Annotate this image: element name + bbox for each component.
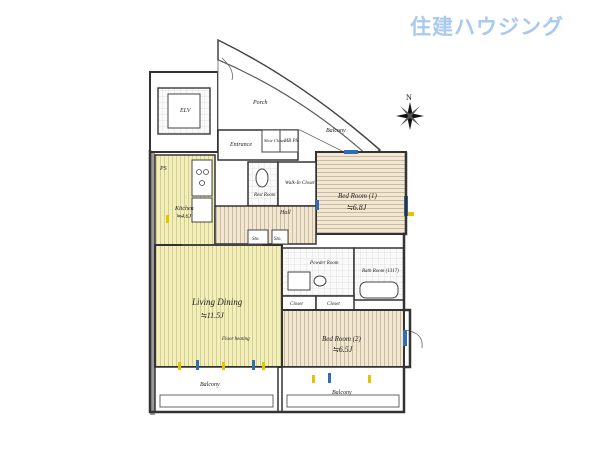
bed-room-1-area: ≒6.8J <box>346 203 367 212</box>
rest-room-label: Rest Room <box>253 193 276 198</box>
kitchen-label: Kitchen <box>174 206 194 212</box>
walk-in-closet-label: Walk-In Closet <box>285 181 315 186</box>
balcony-left-label: Balcony <box>200 382 220 388</box>
rest-room: Rest Room <box>247 161 279 207</box>
bed-room-2: Bed Room (2) ≒6.5J <box>281 309 405 368</box>
living-vent-1 <box>178 362 181 370</box>
bed-room-2-area: ≒6.5J <box>332 345 353 354</box>
powder-room: Powder Room <box>281 247 355 297</box>
living-dining-area: ≒11.5J <box>200 311 224 320</box>
living-window-2 <box>252 360 255 370</box>
bed-room-2-label: Bed Room (2) <box>322 335 362 343</box>
balcony-top-label: Balcony <box>326 128 346 134</box>
bed-room-1-vent <box>408 212 414 216</box>
elv-label: ELV <box>179 108 192 114</box>
porch-label: Porch <box>252 100 267 106</box>
walk-in-closet: Walk-In Closet <box>277 161 317 207</box>
mb-ps-label: MB PS <box>283 139 299 144</box>
entrance-area: Entrance Shoe Closet MB PS <box>217 129 299 161</box>
bath-room: Bath Room (1317) <box>353 247 405 301</box>
outer-wall <box>148 150 412 414</box>
balcony-right-label: Balcony <box>332 390 352 396</box>
kitchen-vent <box>166 215 169 223</box>
bed-room-1-window-top <box>344 150 358 154</box>
sto-1-label: Sto. <box>252 237 260 242</box>
north-compass-icon: N <box>396 93 424 130</box>
bed2-vent-1 <box>312 375 315 383</box>
closet-1: Closet <box>281 295 317 311</box>
bed-room-2-door-swing <box>403 329 423 349</box>
balcony-right: Balcony <box>281 366 405 413</box>
balcony-left: Balcony <box>154 366 279 413</box>
north-label: N <box>406 93 412 102</box>
brand-logo: 住建ハウジング <box>410 15 564 39</box>
ps-label: PS <box>159 166 167 172</box>
entrance-label: Entrance <box>229 142 252 148</box>
floor-heating-label: Floor heating <box>221 337 250 342</box>
living-vent-2 <box>222 362 225 370</box>
hall-label: Hall <box>279 210 291 216</box>
closet-2: Closet <box>315 295 355 311</box>
bed2-window-1 <box>328 373 331 383</box>
kitchen-area: ≒4.6J <box>176 213 192 220</box>
living-window-1 <box>196 360 199 370</box>
living-dining-label: Living Dining <box>191 297 243 307</box>
bed-room-1: Bed Room (1) ≒6.8J <box>315 151 407 235</box>
powder-room-label: Powder Room <box>309 261 339 266</box>
bath-room-label: Bath Room (1317) <box>362 269 399 274</box>
shoe-closet-label: Shoe Closet <box>264 138 286 143</box>
hall: Hall Sto. Sto. <box>214 205 317 245</box>
elevator: ELV <box>149 71 219 153</box>
closet-1-label: Closet <box>290 302 303 307</box>
bed-room-2-window-right <box>403 330 407 346</box>
closet-2-label: Closet <box>327 302 340 307</box>
kitchen: PS Kitchen ≒4.6J <box>154 154 216 246</box>
bed-room-1-label: Bed Room (1) <box>338 192 378 200</box>
bed2-vent-2 <box>368 375 371 383</box>
sto-2-label: Sto. <box>274 237 282 242</box>
living-dining: Living Dining ≒11.5J Floor heating <box>154 244 283 368</box>
living-vent-3 <box>262 362 265 370</box>
wall-shadow-left <box>150 150 155 415</box>
bed1-window-left <box>316 200 319 210</box>
